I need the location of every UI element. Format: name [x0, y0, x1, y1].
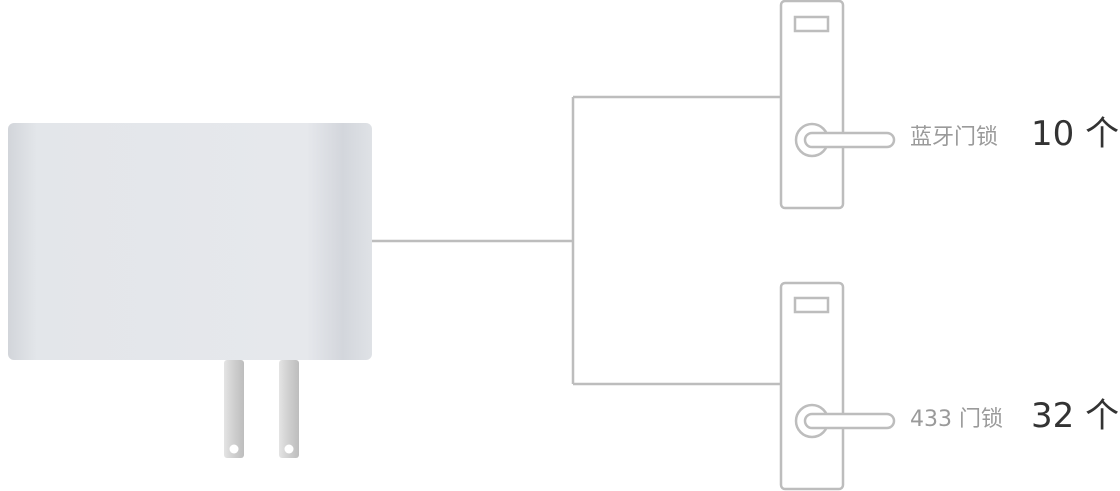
power-plug-gateway-icon: [8, 123, 372, 458]
connector-lines: [372, 95, 781, 386]
door-lock-icon: [779, 0, 896, 210]
433-lock-label: 433 门锁: [910, 407, 1003, 432]
bluetooth-lock-count: 10 个: [1031, 114, 1120, 154]
433-lock-count: 32 个: [1031, 396, 1120, 436]
plug-prong-right: [279, 360, 299, 458]
plug-prong-left: [224, 360, 244, 458]
door-lock-icon: [779, 281, 896, 491]
bluetooth-lock-label: 蓝牙门锁: [910, 125, 999, 150]
